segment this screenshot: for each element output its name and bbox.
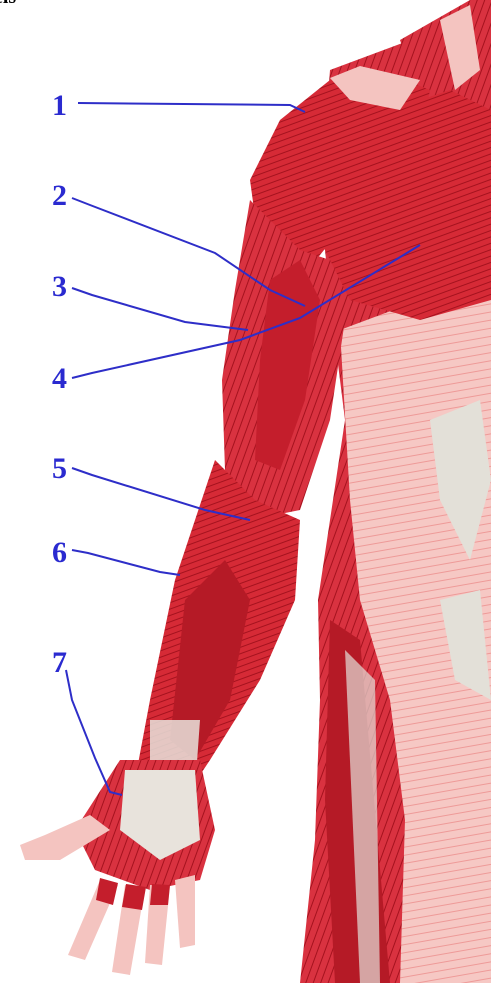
label-1: 1 bbox=[52, 89, 67, 122]
label-5: 5 bbox=[52, 452, 67, 485]
label-7: 7 bbox=[52, 646, 67, 679]
label-2: 2 bbox=[52, 179, 67, 212]
label-4: 4 bbox=[52, 362, 67, 395]
forearm bbox=[135, 460, 300, 790]
leader-line-6 bbox=[72, 550, 180, 575]
label-3: 3 bbox=[52, 270, 67, 303]
leader-line-3 bbox=[72, 288, 248, 330]
label-6: 6 bbox=[52, 536, 67, 569]
hand bbox=[20, 760, 215, 975]
number-labels: 1 2 3 4 5 6 7 bbox=[52, 89, 67, 679]
leader-line-1 bbox=[78, 103, 305, 112]
